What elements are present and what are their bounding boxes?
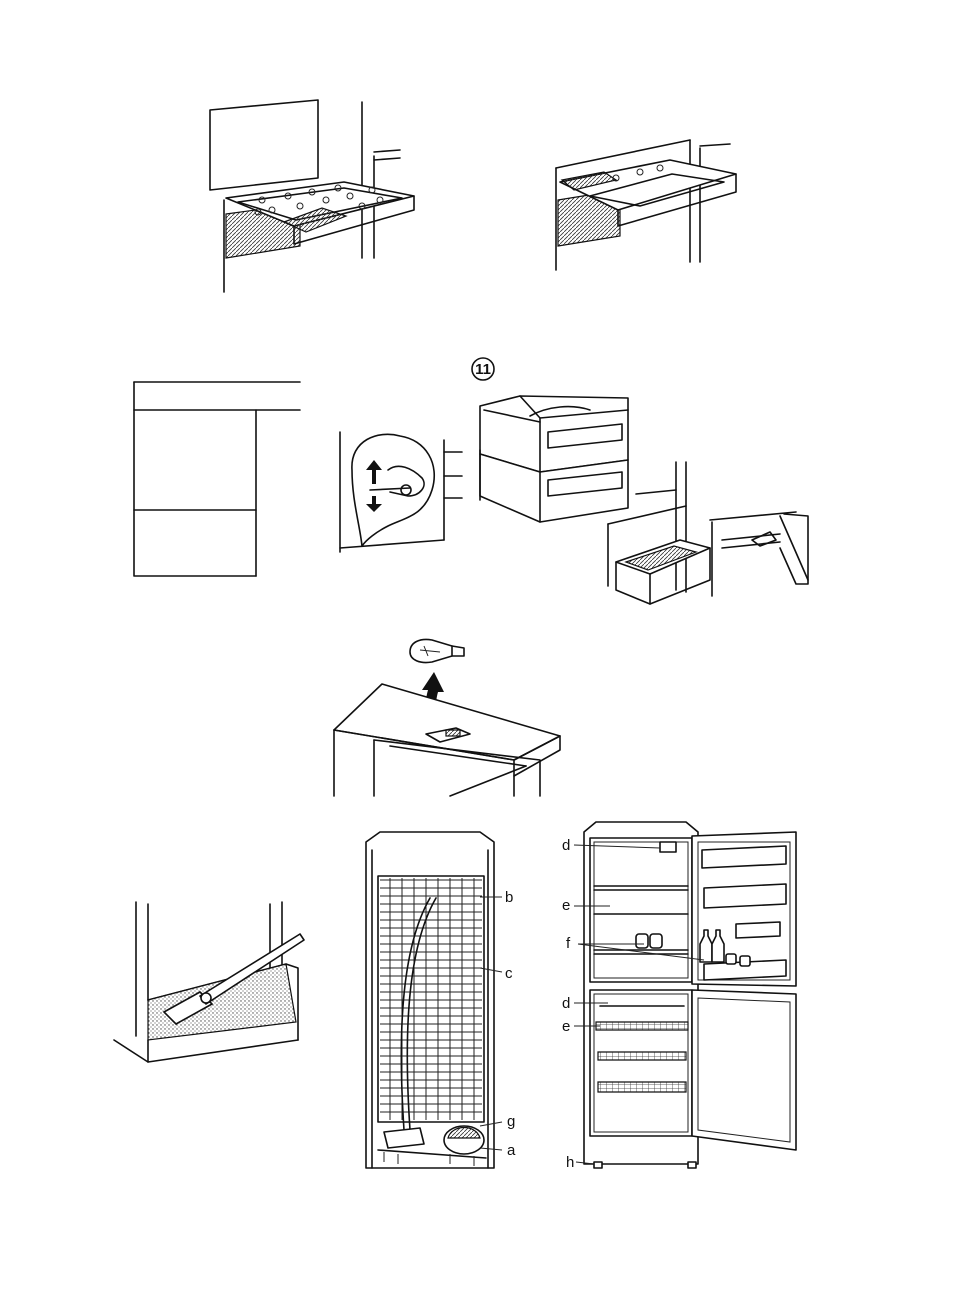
- thermostat-knob-closeup-illustration: [340, 432, 462, 552]
- figure-number: 11: [475, 361, 491, 378]
- light-bulb-icon: [410, 640, 464, 663]
- figure-number-badge: 11: [472, 358, 494, 380]
- callout-h: h: [566, 1154, 574, 1171]
- cleaning-drip-channel-illustration: [114, 902, 304, 1062]
- freezer-shelf-tray-aside-illustration: [556, 140, 736, 270]
- callout-a: a: [507, 1142, 516, 1159]
- refrigerator-front-open-illustration: d e f d e h: [562, 822, 796, 1171]
- crisper-drawers-stacked-illustration: [480, 396, 628, 522]
- callout-d-top: d: [562, 837, 570, 854]
- freezer-shelf-with-ice-tray-illustration: [210, 100, 414, 292]
- callout-c: c: [505, 965, 513, 982]
- callout-f: f: [566, 935, 571, 952]
- refrigerator-back-illustration: b c g a: [366, 832, 516, 1168]
- light-bulb-replacement-illustration: [334, 640, 560, 797]
- callout-e-top: e: [562, 897, 570, 914]
- callout-e-bottom: e: [562, 1018, 570, 1035]
- callout-g: g: [507, 1113, 515, 1130]
- callout-d-bottom: d: [562, 995, 570, 1012]
- door-hinge-detail-illustration: [710, 512, 808, 596]
- callout-b: b: [505, 889, 513, 906]
- empty-table-frame: [134, 382, 300, 576]
